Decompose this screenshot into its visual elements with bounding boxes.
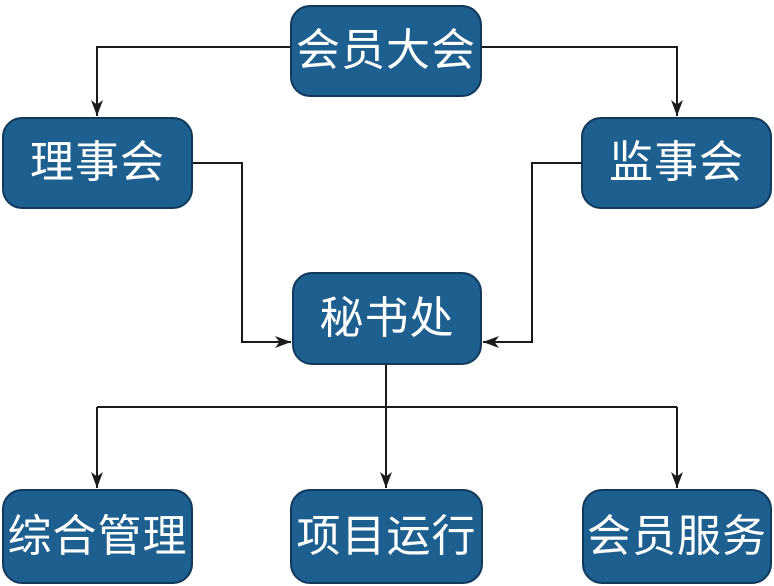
node-board-of-supervisors-label: 监事会 [609,138,744,187]
node-member-assembly: 会员大会 [290,5,482,97]
connector-assembly-to-supervisors [482,46,683,116]
node-board-of-supervisors: 监事会 [581,117,772,209]
connector-assembly-to-directors [91,46,290,116]
node-general-management: 综合管理 [2,489,193,584]
node-secretariat: 秘书处 [292,272,482,365]
node-secretariat-label: 秘书处 [319,293,455,343]
node-member-services: 会员服务 [582,489,772,584]
connector-supervisors-to-secretariat [483,162,581,348]
connector-directors-to-secretariat [193,162,291,348]
node-member-services-label: 会员服务 [587,511,767,561]
node-member-assembly-label: 会员大会 [296,26,476,75]
node-general-management-label: 综合管理 [7,511,188,561]
node-board-of-directors: 理事会 [2,117,193,209]
node-project-operation-label: 项目运行 [296,511,477,561]
node-project-operation: 项目运行 [290,489,483,584]
node-board-of-directors-label: 理事会 [30,138,165,187]
